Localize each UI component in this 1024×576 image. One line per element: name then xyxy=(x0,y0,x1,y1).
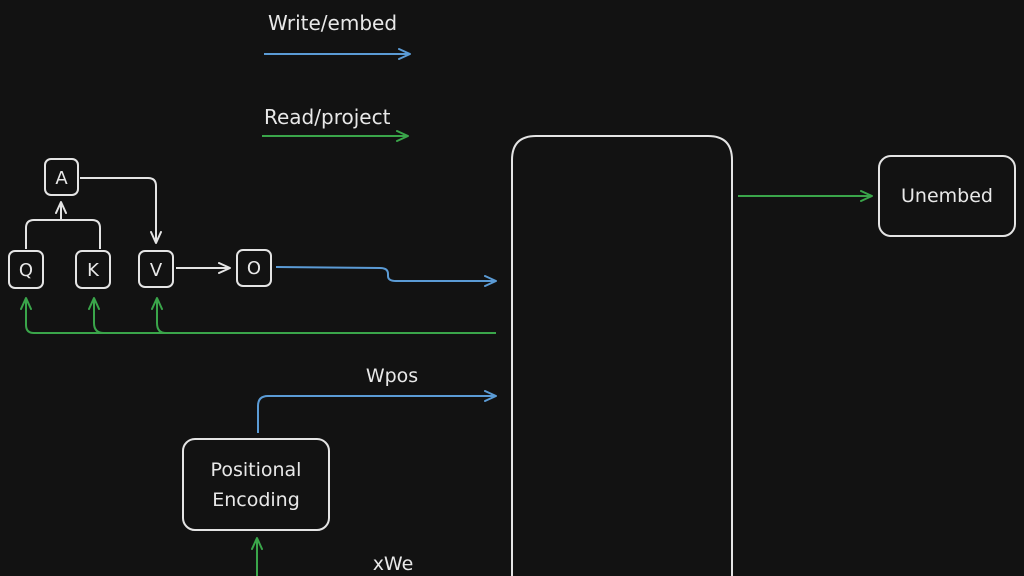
attention-to-value-arrow xyxy=(80,177,162,244)
residual-stream-block xyxy=(511,135,733,576)
attention-node-a xyxy=(44,158,79,196)
unembed-node xyxy=(878,155,1016,237)
output-write-arrow xyxy=(275,266,497,287)
key-node xyxy=(75,250,111,289)
legend-read-label: Read/project xyxy=(264,105,391,129)
stream-read-key-arrow xyxy=(88,297,105,334)
attention-label-a: A xyxy=(55,168,68,189)
value-node xyxy=(138,250,174,288)
query-label: Q xyxy=(19,260,33,281)
positional-encoding-label-line1: Positional xyxy=(211,459,302,481)
value-label: V xyxy=(150,260,163,281)
output-node xyxy=(236,249,272,287)
qk-to-attention-connector xyxy=(25,219,101,249)
stream-read-value-arrow xyxy=(151,297,167,334)
positional-encoding-node xyxy=(182,438,330,531)
key-label: K xyxy=(87,260,100,281)
unembed-label: Unembed xyxy=(901,185,993,207)
stream-read-line xyxy=(20,297,496,334)
legend-write-label: Write/embed xyxy=(268,11,397,35)
xwe-label: xWe xyxy=(373,553,414,575)
positional-encoding-label-line2: Encoding xyxy=(212,489,300,511)
query-node xyxy=(8,250,44,289)
wpos-label: Wpos xyxy=(366,365,418,387)
wpos-write-arrow xyxy=(257,390,497,433)
output-label: O xyxy=(247,258,261,279)
